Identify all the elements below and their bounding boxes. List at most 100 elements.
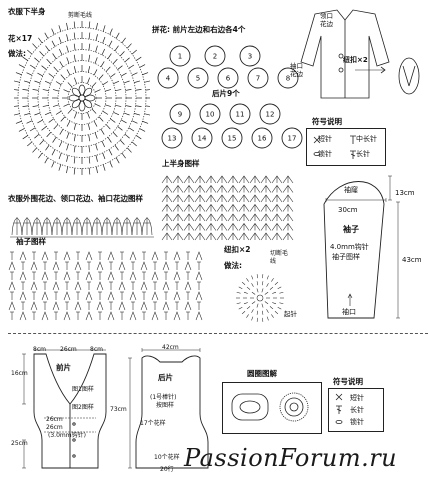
joining-back-circle: [251, 127, 273, 149]
joining-back-number: 10: [206, 111, 215, 119]
mini-jacket-button-label: 纽扣×2: [343, 56, 368, 64]
lower-body-method: 做法:: [8, 49, 26, 58]
legend-bottom-title: 符号说明: [333, 377, 363, 386]
joining-top-circle: [204, 45, 226, 67]
legend-bottom-symbols: [335, 393, 343, 425]
front-m3: 8cm: [90, 346, 103, 353]
upper-body-pattern: [161, 175, 294, 241]
upper-body-title: 上半身图样: [162, 159, 200, 168]
watermark: PassionForum.ru: [184, 444, 398, 472]
front-pattern2: 图2图样: [72, 404, 94, 411]
sleeve-cap-label: 袖窿: [344, 186, 358, 194]
joining-back-number: 15: [228, 135, 237, 143]
legend-top-title: 符号说明: [312, 117, 342, 126]
sc-symbol-icon: [313, 136, 321, 144]
joining-top-number: 2: [213, 53, 217, 61]
mini-jacket-diagram: [300, 9, 420, 99]
lower-body-title: 衣服下半身: [8, 7, 46, 16]
dc-symbol-icon: [350, 150, 356, 159]
joining-top-number: 7: [256, 75, 260, 83]
sleeve-pattern-ref: 袖子图样: [332, 253, 360, 261]
legend-top-item-4: 长针: [356, 150, 370, 158]
joining-top-number: 6: [226, 75, 231, 83]
joining-back-number: 17: [288, 135, 297, 143]
chain-symbol-icon: [313, 151, 321, 156]
circle-diagram-shapes: [231, 392, 309, 422]
back-top-cm: 42cm: [162, 344, 179, 351]
legend-bottom-box: [328, 388, 384, 432]
front-m1: 8cm: [33, 346, 46, 353]
button-method: 做法:: [224, 261, 242, 270]
back-title: 后片: [158, 373, 173, 382]
sleeve-needle: 4.0mm钩针: [330, 243, 369, 251]
joining-back-number: 13: [168, 135, 177, 143]
joining-top-circle: [157, 67, 179, 89]
chain-symbol-icon: [335, 420, 343, 425]
button-start-label: 起针: [284, 310, 297, 318]
joining-back-number: 12: [266, 111, 275, 119]
joining-back-circle: [169, 103, 191, 125]
joining-top-circle: [247, 67, 269, 89]
mini-jacket-collar-label2: 花边: [320, 20, 333, 28]
front-piece-diagram: [22, 349, 107, 469]
front-side-top: 16cm: [11, 370, 28, 377]
front-bottom: 25cm: [11, 440, 28, 447]
front-m2: 26cm: [60, 346, 77, 353]
circle-diagram-box: [222, 382, 322, 434]
joining-back-circle: [259, 103, 281, 125]
joining-top-circle: [217, 67, 239, 89]
joining-back-circle: [281, 127, 303, 149]
circle-diagram-title: 圆圈图解: [247, 369, 277, 378]
legend-bottom-item-2: 长针: [350, 406, 364, 414]
section-divider: [8, 333, 428, 334]
sleeve-cuff-label: 袖口: [342, 308, 356, 316]
legend-bottom-item-1: 短针: [350, 394, 364, 402]
sleeve-pattern-title: 袖子图样: [16, 237, 46, 246]
back-stitches: 17个花样: [140, 420, 166, 427]
joining-back-circle: [199, 103, 221, 125]
button-cut-label: 切断毛线: [270, 250, 289, 265]
back-bottom: 10个花样: [154, 454, 180, 461]
back-rows: 20行: [160, 466, 174, 473]
joining-top-circle: [239, 45, 261, 67]
legend-top-symbols: [313, 135, 356, 159]
joining-back-number: 9: [178, 111, 182, 119]
front-pattern1: 图1图样: [72, 386, 94, 393]
sleeve-length-cm: 43cm: [402, 256, 422, 264]
legend-top-item-3: 锁针: [318, 150, 332, 158]
front-title: 前片: [56, 363, 71, 372]
button-title: 纽扣×2: [224, 245, 251, 254]
button-chart: [236, 274, 284, 322]
joining-back-circle: [221, 127, 243, 149]
trim-pattern: [10, 217, 154, 238]
sc-symbol-icon: [335, 393, 343, 401]
sleeve-pattern: [8, 251, 203, 321]
lower-body-cut-label: 剪断毛线: [68, 12, 93, 19]
joining-top-number: 1: [178, 53, 182, 61]
dc-symbol-icon: [336, 405, 342, 414]
trim-title: 衣服外围花边、领口花边、袖口花边图样: [8, 194, 143, 203]
joining-top-number: 3: [248, 53, 252, 61]
sleeve-cap-cm: 13cm: [395, 189, 415, 197]
back-side-cm: 73cm: [110, 406, 127, 413]
legend-top-item-2: 中长针: [356, 135, 377, 143]
front-needle: (3.0mm钩针): [48, 432, 86, 439]
legend-top-box: [306, 128, 386, 166]
back-piece-diagram: [128, 348, 209, 469]
sleeve-diagram: [323, 175, 400, 319]
joining-top-number: 5: [196, 75, 200, 83]
joining-top-number: 8: [286, 75, 290, 83]
joining-back-circle: [191, 127, 213, 149]
joining-back-number: 14: [198, 135, 207, 143]
lower-body-subtitle: 花×17: [8, 34, 33, 43]
joining-back-number: 16: [258, 135, 267, 143]
mini-jacket-cuff-label2: 花边: [290, 70, 303, 78]
joining-circles-top: 1 2 3 4 5 6 7 8: [157, 45, 299, 89]
joining-top-circle: [277, 67, 299, 89]
back-pattern: 按图样: [156, 402, 175, 409]
joining-top-number: 4: [166, 75, 171, 83]
lower-body-flower-chart: [14, 21, 150, 175]
sleeve-title: 袖子: [343, 225, 359, 234]
joining-top-circle: [169, 45, 191, 67]
